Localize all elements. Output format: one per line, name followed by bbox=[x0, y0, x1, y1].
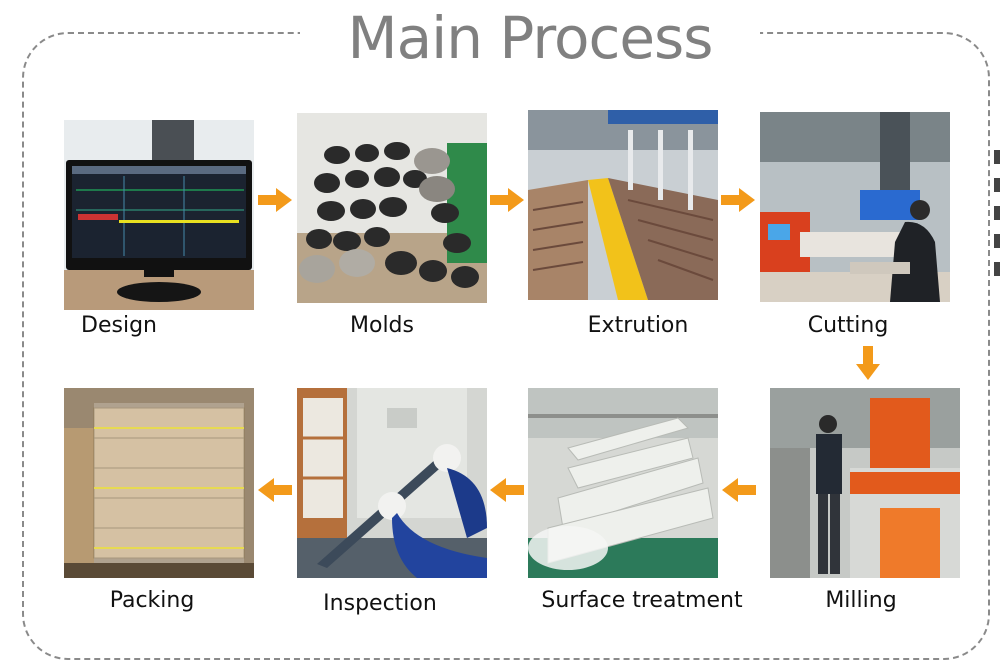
arrow-right-icon bbox=[490, 188, 524, 212]
packing-photo bbox=[64, 388, 254, 578]
title-mask bbox=[300, 10, 760, 70]
arrow-left-icon bbox=[490, 478, 524, 502]
step-surface-treatment: Surface treatment bbox=[528, 388, 743, 613]
step-cutting: Cutting bbox=[760, 112, 950, 338]
arrow-right-icon bbox=[721, 188, 755, 212]
step-molds: Molds bbox=[297, 113, 487, 338]
page-title: Main Process bbox=[347, 4, 714, 72]
step-inspection: Inspection bbox=[297, 388, 487, 616]
step-label-surface-treatment: Surface treatment bbox=[541, 588, 743, 613]
surface-treatment-photo bbox=[528, 388, 718, 578]
step-label-design: Design bbox=[81, 313, 157, 338]
extrusion-line-photo bbox=[528, 110, 718, 300]
arrow-right-icon bbox=[258, 188, 292, 212]
inspection-photo bbox=[297, 388, 487, 578]
step-label-cutting: Cutting bbox=[807, 313, 889, 338]
step-label-milling: Milling bbox=[825, 588, 897, 613]
arrow-left-icon bbox=[258, 478, 292, 502]
arrow-left-icon bbox=[722, 478, 756, 502]
computer-monitor-photo bbox=[64, 120, 254, 310]
arrow-down-icon bbox=[856, 346, 880, 380]
step-label-inspection: Inspection bbox=[323, 591, 437, 616]
cutting-machine-photo bbox=[760, 112, 950, 302]
extrusion-molds-photo bbox=[297, 113, 487, 303]
edge-mark bbox=[994, 150, 1000, 290]
milling-machine-photo bbox=[770, 388, 960, 578]
step-label-molds: Molds bbox=[350, 313, 414, 338]
step-label-extrution: Extrution bbox=[587, 313, 689, 338]
step-extrution: Extrution bbox=[528, 110, 718, 338]
step-label-packing: Packing bbox=[109, 588, 195, 613]
step-design: Design bbox=[64, 120, 254, 338]
step-packing: Packing bbox=[64, 388, 254, 613]
step-milling: Milling bbox=[770, 388, 960, 613]
